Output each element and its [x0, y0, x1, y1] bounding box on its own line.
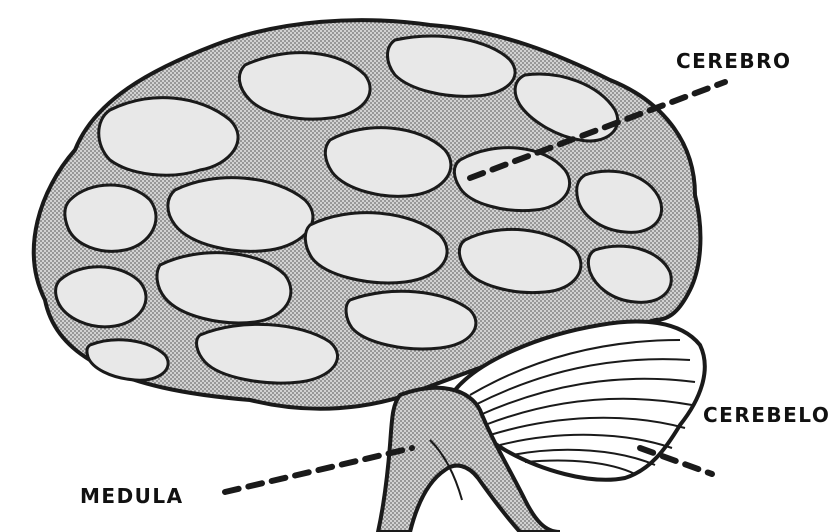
- label-cerebro: CEREBRO: [676, 49, 792, 73]
- label-medula: MEDULA: [80, 484, 184, 508]
- label-cerebelo: CEREBELO: [703, 403, 830, 427]
